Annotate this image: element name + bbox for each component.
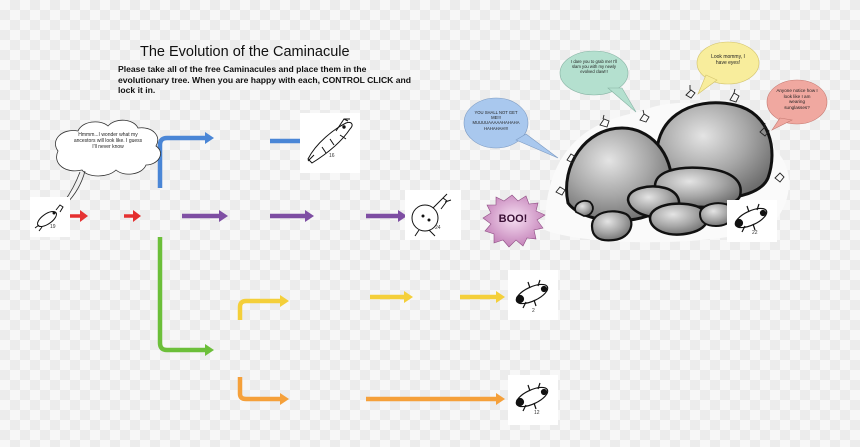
caminacule-card-middle[interactable]: 24: [405, 190, 461, 240]
speech-shall-not-text: YOU SHALL NOT GET ME!!! MUUUUAAAAAHAHAHA…: [472, 110, 520, 131]
yellow-branch-arrow: [237, 295, 289, 320]
caminacule-card-yellow[interactable]: 2: [508, 270, 558, 320]
red-arrow: [124, 210, 141, 222]
caminacule-icon: [515, 382, 549, 412]
speech-bubble-grab: [559, 50, 637, 113]
orange-branch-arrow: [237, 377, 289, 405]
thought-bubble-text: Hmmm...I wonder what my ancestors will l…: [73, 132, 143, 150]
caminacule-icon: [734, 203, 768, 233]
caminacule-card-rock[interactable]: 22: [727, 200, 777, 242]
yellow-arrow: [460, 291, 505, 303]
specimen-number: 19: [50, 224, 56, 230]
green-branch-arrow: [157, 237, 214, 356]
specimen-number: 12: [534, 410, 540, 416]
speech-grab-text: I dare you to grab me! I'll slam you wit…: [571, 59, 617, 75]
purple-arrow: [366, 210, 407, 222]
speech-bubble-shall-not: [463, 97, 559, 159]
specimen-number: 2: [532, 308, 535, 314]
specimen-number: 22: [752, 230, 758, 236]
purple-arrow: [270, 210, 314, 222]
caminacule-icon: [307, 118, 353, 164]
caminacule-icon: [34, 204, 64, 232]
speech-bubble-sunglasses: [766, 79, 828, 131]
purple-arrow: [182, 210, 228, 222]
boo-burst: [482, 194, 546, 248]
red-arrow: [70, 210, 88, 222]
thought-bubble: [55, 119, 161, 205]
yellow-arrow: [370, 291, 413, 303]
rock-caminacules: [555, 85, 785, 196]
blue-branch-arrow: [157, 132, 214, 188]
speech-bubble-eyes: [696, 41, 760, 95]
caminacule-card-orange[interactable]: 12: [508, 375, 558, 425]
speech-sunglasses-text: Anyone notice how I look like I am weari…: [776, 88, 818, 110]
caminacule-icon: [515, 279, 549, 309]
instructions-text: Please take all of the free Caminacules …: [118, 64, 412, 95]
orange-arrow: [366, 393, 505, 405]
speech-eyes-text: Look mommy, I have eyes!: [711, 54, 745, 66]
caminacule-card-top[interactable]: 16: [300, 113, 360, 173]
caminacule-card-ancestor[interactable]: 19: [30, 197, 70, 237]
specimen-number: 24: [435, 225, 441, 231]
page-title: The Evolution of the Caminacule: [140, 44, 350, 60]
caminacule-icon: [411, 193, 452, 237]
boo-text: BOO!: [498, 213, 528, 225]
specimen-number: 16: [329, 153, 335, 159]
